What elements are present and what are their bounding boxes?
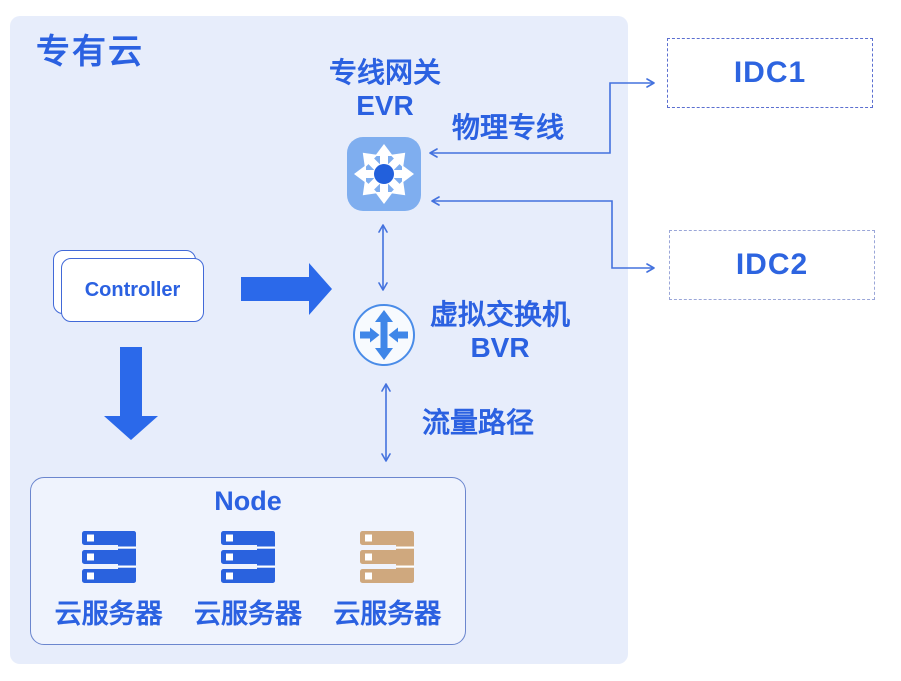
idc1-label: IDC1 — [733, 56, 807, 89]
evr-gateway-icon — [347, 137, 421, 211]
server-icon — [220, 531, 275, 583]
virtual-switch-icon — [353, 304, 415, 366]
controller-to-node-arrow — [104, 347, 158, 440]
server-icon — [360, 531, 415, 583]
cloud-server-2: 云服务器 — [178, 531, 317, 631]
server-label: 云服务器 — [54, 599, 163, 629]
bvr-name-cn: 虚拟交换机 — [429, 299, 570, 330]
node-title: Node — [214, 486, 282, 516]
cloud-server-3: 云服务器 — [318, 531, 457, 631]
bvr-label: 虚拟交换机 BVR — [410, 298, 590, 364]
physical-line-label: 物理专线 — [452, 112, 565, 143]
private-cloud-title: 专有云 — [36, 33, 144, 71]
server-label: 云服务器 — [193, 599, 302, 629]
evr-name-en: EVR — [356, 90, 414, 121]
evr-label: 专线网关 EVR — [295, 56, 475, 122]
server-icon — [81, 531, 136, 583]
controller-label: Controller — [84, 278, 181, 301]
node-box: Node 云服务器 — [30, 477, 466, 645]
cloud-server-1: 云服务器 — [39, 531, 178, 631]
server-label: 云服务器 — [333, 599, 442, 629]
idc1-box: IDC1 — [667, 38, 873, 108]
bvr-name-en: BVR — [470, 332, 530, 363]
controller-to-bvr-arrow — [241, 263, 332, 315]
server-list: 云服务器 云服务器 — [31, 531, 465, 631]
traffic-path-label: 流量路径 — [422, 407, 535, 438]
idc2-box: IDC2 — [669, 230, 875, 300]
idc2-label: IDC2 — [735, 248, 809, 281]
controller-card: Controller — [61, 258, 204, 322]
evr-name-cn: 专线网关 — [328, 57, 441, 88]
